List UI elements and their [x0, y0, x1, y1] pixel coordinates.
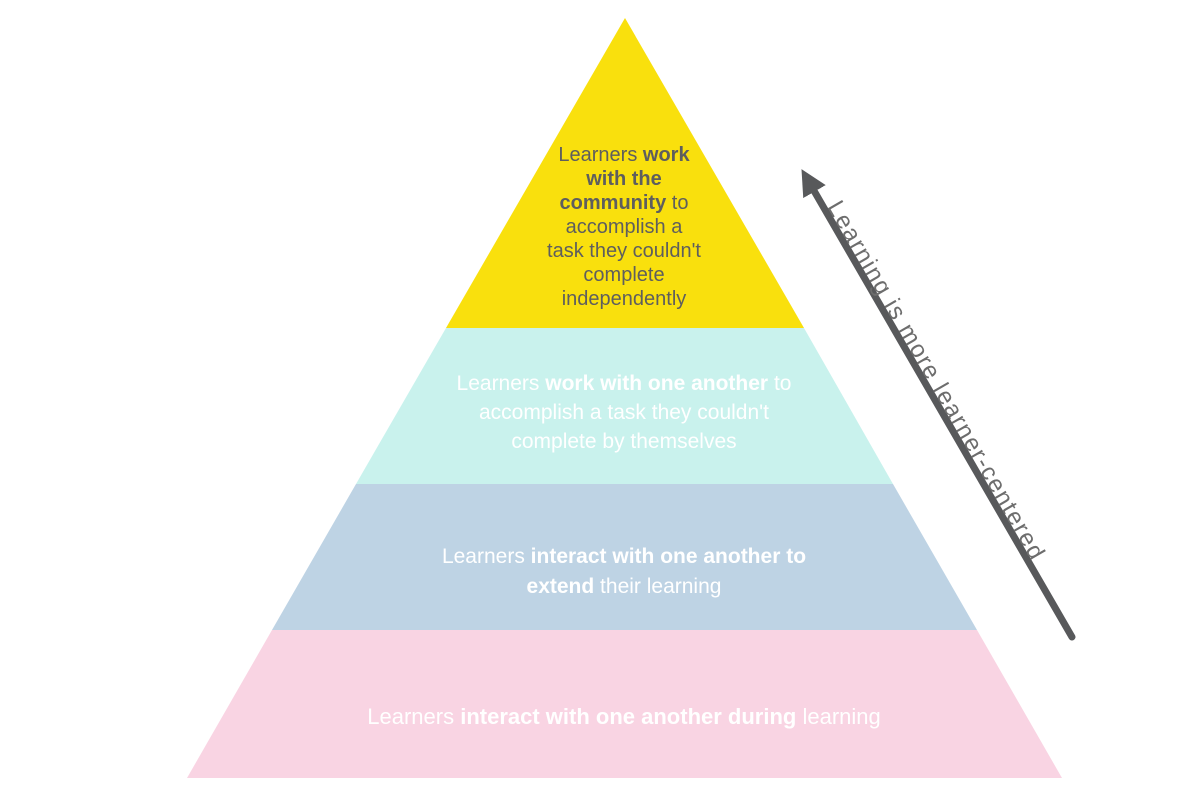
pyramid-level-3-shape [272, 484, 977, 630]
pyramid-level-top-shape [446, 18, 804, 328]
pyramid-level-base-shape [187, 630, 1062, 778]
learner-centered-arrow [801, 169, 1076, 641]
pyramid-level-base-text: Learners interact with one another durin… [367, 704, 881, 729]
pyramid-level-2-shape [356, 328, 893, 484]
